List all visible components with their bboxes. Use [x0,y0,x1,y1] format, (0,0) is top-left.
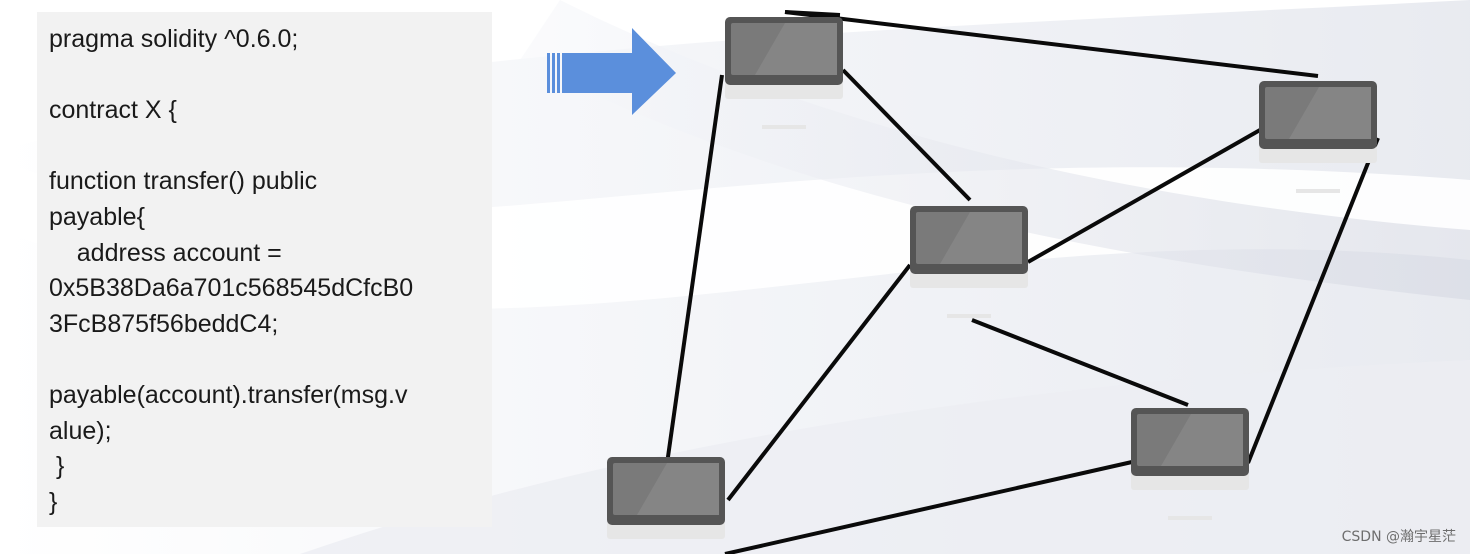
edge-bottom-right-to-bottom-left [724,460,1133,554]
code-line: 0x5B38Da6a701c568545dCfcB0 [49,274,414,303]
monitor-icon [1259,81,1377,193]
code-line: pragma solidity ^0.6.0; [49,25,299,53]
edge-top-left-to-top-right [784,10,1319,78]
code-line: } [49,487,58,516]
code-line: payable{ [49,202,145,231]
code-line: contract X { [49,96,177,125]
arrow-icon [547,28,676,115]
monitor-icon [725,17,843,129]
code-line: 3FcB875f56beddC4; [49,309,279,338]
edge-center-to-bottom-right [971,318,1189,407]
network-edges [663,10,1380,554]
edge-top-left-to-center [841,68,972,202]
code-line: alue); [49,416,112,445]
monitor-icon [910,206,1028,318]
code-panel: pragma solidity ^0.6.0; contract X { fun… [37,12,492,527]
edge-top-right-to-bottom-right [1246,137,1380,464]
watermark: CSDN @瀚宇星茫 [1341,529,1456,545]
edge-stub [784,10,841,17]
code-line: } [49,452,65,481]
edge-center-to-bottom-left [726,263,912,502]
code-line: address account = [49,238,282,267]
network-nodes [607,17,1377,539]
code-line: function transfer() public [49,167,318,196]
monitor-icon [607,457,725,539]
code-line: payable(account).transfer(msg.v [49,380,408,409]
edge-top-left-to-bottom-left [663,74,724,479]
edge-top-right-to-center [1027,128,1261,264]
monitor-icon [1131,408,1249,520]
